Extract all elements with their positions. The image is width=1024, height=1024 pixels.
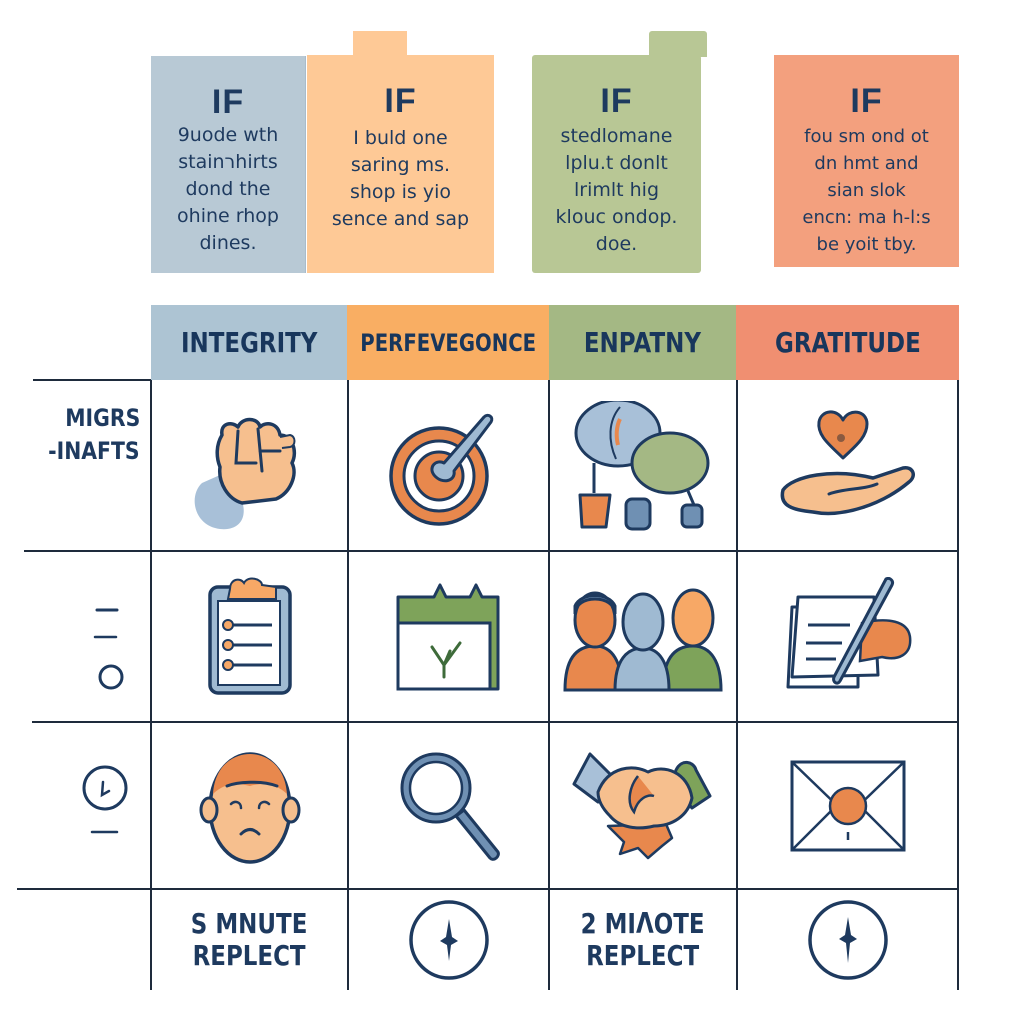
column-header-gratitude: GRATITUDE bbox=[736, 305, 959, 380]
grid-line bbox=[17, 888, 959, 890]
target-icon bbox=[349, 382, 548, 550]
five-minute-reflect-label: S MNUTE REPLECT bbox=[191, 907, 308, 972]
two-minute-reflect-label: 2 MIΛOTE REPLECT bbox=[581, 907, 705, 972]
card-tab bbox=[353, 31, 407, 57]
grid-line bbox=[24, 550, 959, 552]
column-header-empathy: ENPATNY bbox=[549, 305, 736, 380]
column-header-perseverance: PERFEVEGONCE bbox=[347, 305, 549, 380]
clipboard-checklist-icon bbox=[152, 552, 347, 721]
card-tab bbox=[649, 31, 707, 57]
card-body: fou sm ond ot dn hmt and sian slok encn:… bbox=[802, 126, 931, 255]
if-card-2: IF I buld one saring ms. shop is yio sen… bbox=[307, 31, 494, 273]
envelope-seal-icon bbox=[738, 723, 957, 888]
card-title: IF bbox=[600, 82, 633, 120]
face-icon bbox=[152, 723, 347, 888]
card-title: IF bbox=[850, 82, 883, 120]
brain-network-icon bbox=[550, 382, 736, 550]
compass-icon[interactable] bbox=[349, 890, 548, 990]
if-card-1: IF 9uode wth stainרhirts dond the ohine … bbox=[151, 56, 306, 273]
handshake-icon bbox=[550, 723, 736, 888]
if-card-3: IF stedlomane lplu.t donlt lrimlt hig kl… bbox=[532, 31, 707, 273]
calendar-sprout-icon bbox=[349, 552, 548, 721]
card-body: I buld one saring ms. shop is yio sence … bbox=[331, 127, 470, 230]
compass-icon[interactable] bbox=[738, 890, 957, 990]
card-title: IF bbox=[211, 83, 245, 121]
grid-line bbox=[548, 380, 550, 990]
people-group-icon bbox=[550, 552, 736, 721]
row-label-clock-icon bbox=[74, 760, 134, 840]
column-header-integrity: INTEGRITY bbox=[151, 305, 347, 380]
grid-line bbox=[150, 380, 152, 990]
magnifier-icon bbox=[349, 723, 548, 888]
fist-icon bbox=[152, 382, 347, 550]
if-card-4: IF fou sm ond ot dn hmt and sian slok en… bbox=[774, 55, 959, 267]
row-label-mindsets: MIGRS -INAFTS bbox=[48, 404, 140, 465]
grid-line bbox=[736, 380, 738, 990]
grid-line bbox=[957, 380, 959, 990]
card-body: stedlomane lplu.t donlt lrimlt hig klouc… bbox=[555, 125, 678, 255]
card-title: IF bbox=[384, 82, 417, 120]
writing-hand-icon bbox=[738, 552, 957, 721]
row-label-list-icon bbox=[80, 600, 130, 695]
grid-line bbox=[347, 380, 349, 990]
grid-line bbox=[33, 379, 151, 381]
heart-hand-icon bbox=[738, 382, 957, 550]
card-body: 9uode wth stainרhirts dond the ohine rho… bbox=[177, 124, 279, 254]
grid-line bbox=[32, 721, 959, 723]
